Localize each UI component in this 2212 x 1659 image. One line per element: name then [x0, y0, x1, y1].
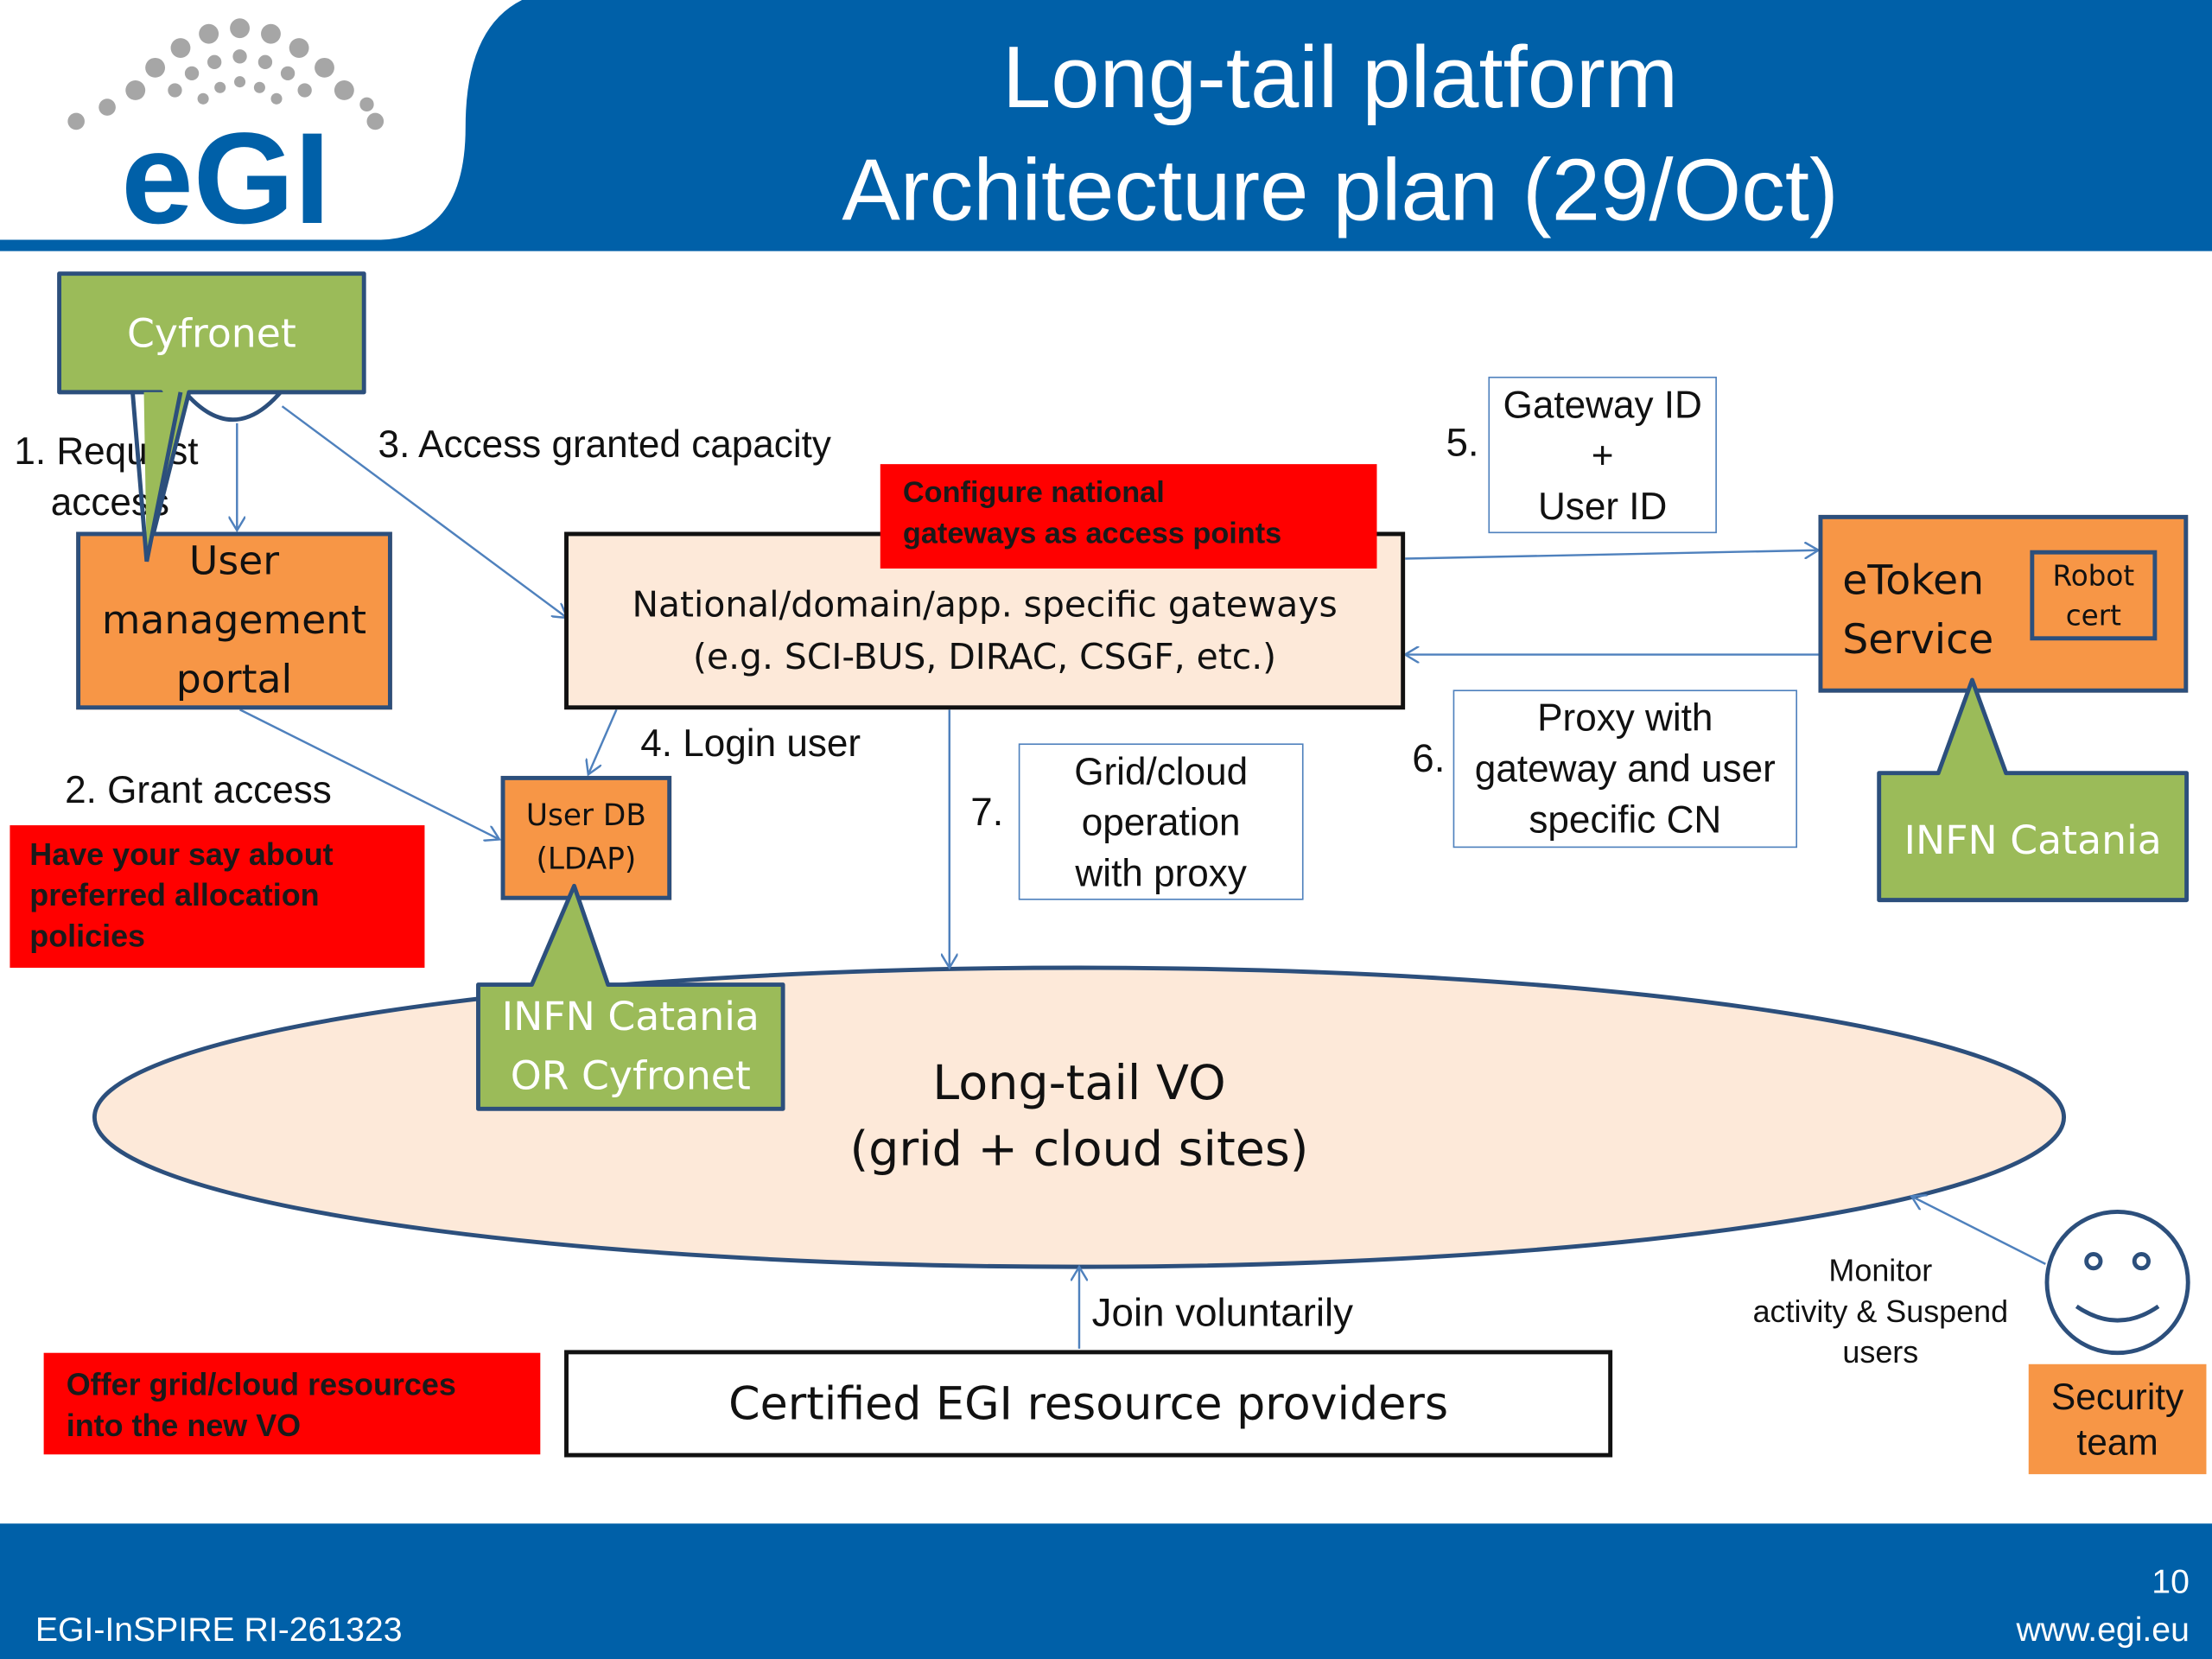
offer-resources-note: Offer grid/cloud resources into the new …	[43, 1352, 541, 1455]
page-number: 10	[2152, 1562, 2190, 1602]
proxy-cn-box: Proxy with gateway and user specific CN	[1452, 690, 1797, 849]
title-line-1: Long-tail platform	[1001, 29, 1679, 127]
etoken-label: eToken Service	[1842, 556, 1994, 664]
step2-label: 2. Grant access	[65, 768, 332, 811]
egi-logo: eGI	[56, 9, 395, 251]
join-voluntarily-label: Join voluntarily	[1091, 1290, 1354, 1335]
step4-label: 4. Login user	[640, 721, 861, 765]
footer-bar	[0, 1523, 2212, 1659]
certified-providers-box: Certified EGI resource providers	[564, 1350, 1613, 1458]
gateway-user-id-box: Gateway ID + User ID	[1488, 376, 1717, 534]
footer-url-link[interactable]: www.egi.eu	[2016, 1611, 2190, 1649]
cyfronet-pointer	[130, 391, 183, 563]
logo-panel	[0, 0, 523, 240]
robot-cert: Robot cert	[2030, 550, 2158, 641]
monitor-label: Monitor activity & Suspend users	[1752, 1252, 2009, 1370]
step7-number: 7.	[970, 790, 1004, 834]
title-line-2: Architecture plan (29/Oct)	[842, 142, 1839, 240]
footer-project: EGI-InSPIRE RI-261323	[35, 1611, 403, 1649]
step5-number: 5.	[1446, 420, 1479, 465]
cyfronet-callout-shape	[57, 271, 366, 563]
page-title: Long-tail platform Architecture plan (29…	[705, 22, 1974, 248]
infn-or-cyfronet-callout: INFN Catania OR Cyfronet	[501, 993, 760, 1099]
etoken-service: eToken Service Robot cert	[1818, 514, 2189, 693]
infn-catania-callout: INFN Catania	[1904, 816, 2162, 863]
infn-or-cyfronet-callout-shape	[476, 883, 785, 1111]
logo-text: eGI	[121, 105, 330, 234]
step6-number: 6.	[1412, 736, 1446, 780]
security-team: Security team	[2028, 1363, 2207, 1475]
infn-catania-callout-shape	[1877, 677, 2190, 903]
grid-cloud-operation-box: Grid/cloud operation with proxy	[1018, 743, 1304, 900]
user-db-ldap: User DB (LDAP)	[500, 775, 672, 900]
configure-gateways-note: Configure national gateways as access po…	[880, 464, 1377, 569]
security-face-icon	[2044, 1209, 2190, 1356]
cyfronet-callout: Cyfronet	[126, 309, 296, 357]
user-management-portal: User management portal	[76, 531, 392, 710]
egi-dots-icon: eGI	[67, 18, 385, 251]
allocation-policies-note: Have your say about preferred allocation…	[10, 825, 425, 968]
step3-label: 3. Access granted capacity	[378, 423, 831, 466]
longtail-vo-label: Long-tail VO (grid + cloud sites)	[849, 1055, 1309, 1179]
